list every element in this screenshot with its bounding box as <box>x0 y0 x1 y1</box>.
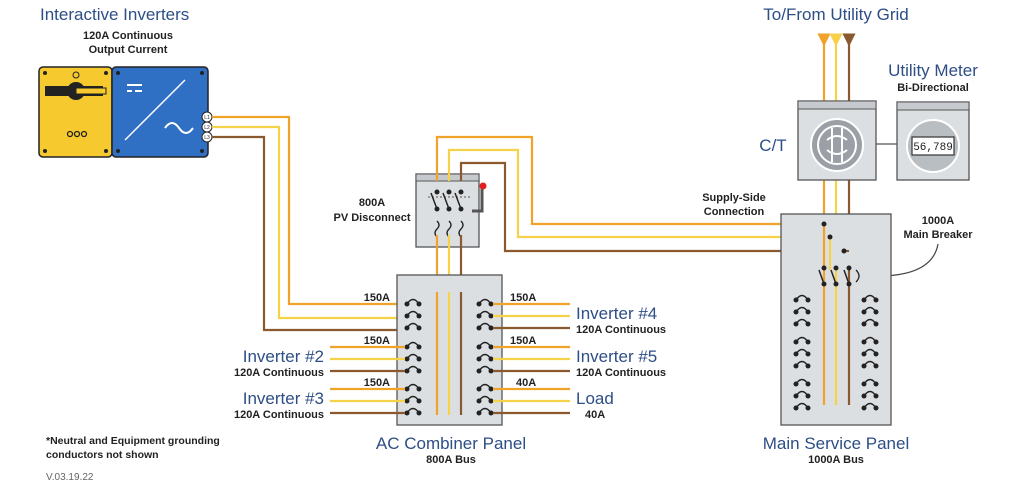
meter-reading: 56,789 <box>913 142 953 154</box>
ct-label: C/T <box>759 136 786 155</box>
breaker-rating-left-3: 150A <box>364 377 390 389</box>
breaker-icon <box>404 383 422 392</box>
dc-ac-symbol-icon <box>124 79 186 141</box>
breaker-icon <box>793 336 811 345</box>
breaker-icon <box>476 310 494 319</box>
breaker-icon <box>476 298 494 307</box>
inverters-subtitle-2: Output Current <box>89 44 168 56</box>
combiner-feeder-wires <box>330 302 570 415</box>
fuse-icon <box>458 220 464 238</box>
combiner-title: AC Combiner Panel <box>376 434 526 453</box>
breaker-icon <box>861 402 879 411</box>
disconnect-label: PV Disconnect <box>333 212 410 224</box>
inverter2-name: Inverter #2 <box>243 347 324 366</box>
terminal-l3-label: L3 <box>204 135 210 141</box>
inverter1-feeder-wires <box>212 115 405 332</box>
breaker-rating-left-1: 150A <box>364 292 390 304</box>
inverter2-rating: 120A Continuous <box>234 367 324 379</box>
inverters-title: Interactive Inverters <box>40 5 189 24</box>
meter-title: Utility Meter <box>888 61 978 80</box>
combiner-bus-rating: 800A Bus <box>426 454 476 466</box>
current-transformer <box>797 100 877 181</box>
version-label: V.03.19.22 <box>46 472 94 483</box>
utility-meter: 56,789 <box>896 101 970 181</box>
breaker-icon <box>861 294 879 303</box>
pv-disconnect <box>415 173 487 248</box>
disconnect-indicator-icon <box>479 182 487 190</box>
breaker-icon <box>404 365 422 374</box>
inverter-box <box>111 66 209 158</box>
service-bus-rating: 1000A Bus <box>808 454 864 466</box>
inverter4-name: Inverter #4 <box>576 304 657 323</box>
breaker-icon <box>861 360 879 369</box>
terminal-l2-label: L2 <box>204 125 210 131</box>
breaker-icon <box>476 322 494 331</box>
breaker-icon <box>404 353 422 362</box>
breaker-icon <box>476 395 494 404</box>
main-breaker-rating: 1000A <box>922 215 954 227</box>
supply-side-label-1: Supply-Side <box>702 192 766 204</box>
main-breaker-label: Main Breaker <box>903 229 973 241</box>
fuse-icon <box>434 220 440 238</box>
breaker-icon <box>793 348 811 357</box>
load-name: Load <box>576 389 614 408</box>
ac-disconnect-box <box>38 66 113 158</box>
disconnect-rating: 800A <box>359 197 385 209</box>
sine-wave-icon <box>164 122 194 134</box>
breaker-icon <box>793 294 811 303</box>
breaker-rating-right-1: 150A <box>510 292 536 304</box>
disconnect-lever-icon <box>472 188 484 213</box>
breaker-rating-left-2: 150A <box>364 335 390 347</box>
breaker-icon <box>404 310 422 319</box>
breaker-icon <box>476 383 494 392</box>
breaker-icon <box>476 407 494 416</box>
service-title: Main Service Panel <box>763 434 909 453</box>
breaker-icon <box>476 353 494 362</box>
footnote-line-2: conductors not shown <box>46 449 159 461</box>
inverter3-name: Inverter #3 <box>243 389 324 408</box>
meter-subtitle: Bi-Directional <box>897 82 969 94</box>
breaker-icon <box>793 390 811 399</box>
terminal-l1-label: L1 <box>204 115 210 121</box>
breaker-icon <box>861 336 879 345</box>
grid-title: To/From Utility Grid <box>763 5 908 24</box>
breaker-icon <box>793 318 811 327</box>
disconnect-to-combiner-wires <box>435 135 844 292</box>
supply-side-label-2: Connection <box>704 206 765 218</box>
breaker-icon <box>793 402 811 411</box>
inverter-unit: L1 L2 L3 <box>38 66 213 158</box>
breaker-icon <box>404 395 422 404</box>
inverter5-name: Inverter #5 <box>576 347 657 366</box>
breaker-icon <box>404 341 422 350</box>
breaker-icon <box>476 341 494 350</box>
breaker-icon <box>404 407 422 416</box>
breaker-icon <box>793 360 811 369</box>
main-breaker <box>818 265 860 287</box>
breaker-icon <box>793 306 811 315</box>
load-rating: 40A <box>585 409 605 421</box>
fuse-icon <box>446 220 452 238</box>
breaker-rating-right-2: 150A <box>510 335 536 347</box>
meter-display <box>911 136 955 156</box>
inverter5-rating: 120A Continuous <box>576 367 666 379</box>
breaker-icon <box>404 322 422 331</box>
main-service-panel <box>780 213 892 426</box>
breaker-icon <box>861 306 879 315</box>
inverter3-rating: 120A Continuous <box>234 409 324 421</box>
breaker-icon <box>861 390 879 399</box>
ac-combiner-panel <box>396 274 503 426</box>
inverter4-rating: 120A Continuous <box>576 324 666 336</box>
breaker-icon <box>476 365 494 374</box>
footnote-line-1: *Neutral and Equipment grounding <box>46 435 220 447</box>
breaker-icon <box>793 378 811 387</box>
breaker-icon <box>861 378 879 387</box>
breaker-icon <box>861 348 879 357</box>
inverters-subtitle-1: 120A Continuous <box>83 30 173 42</box>
breaker-icon <box>861 318 879 327</box>
breaker-icon <box>404 298 422 307</box>
breaker-rating-right-3: 40A <box>516 377 536 389</box>
